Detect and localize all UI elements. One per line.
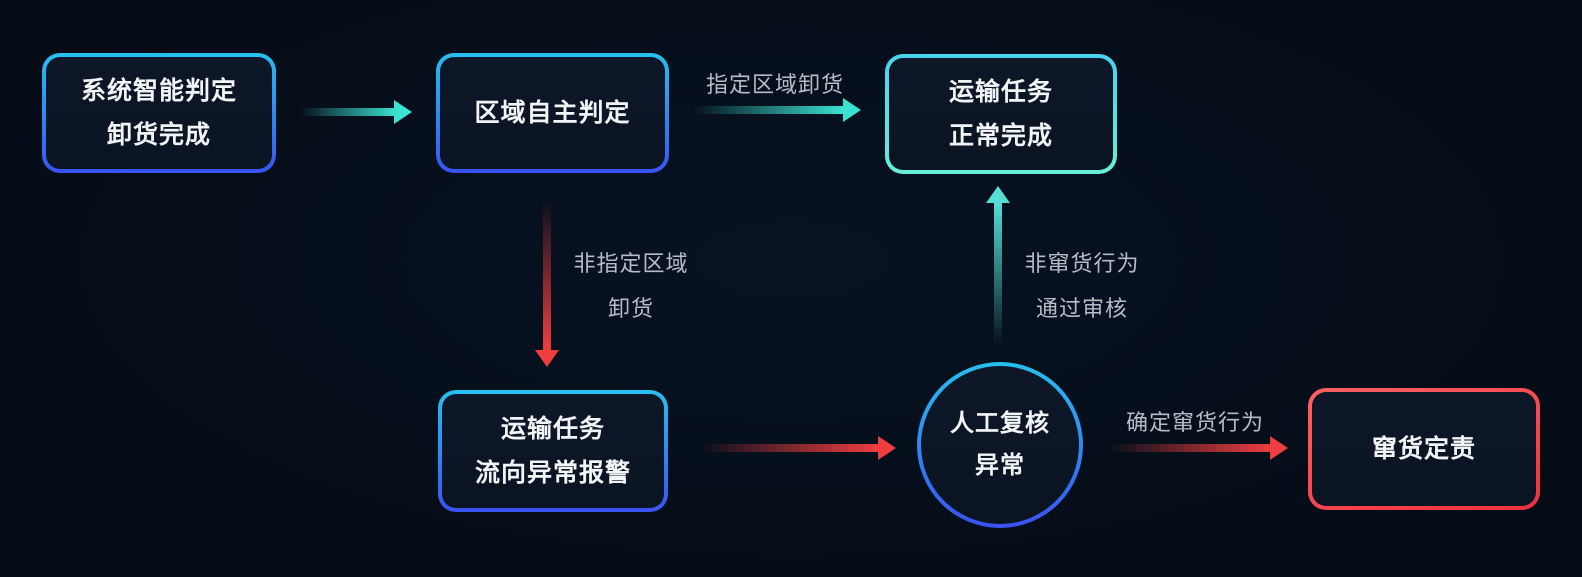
- node-label: 正常完成: [948, 122, 1053, 150]
- edge-label-non-designated-unload: 非指定区域 卸货: [565, 241, 697, 331]
- arrow-shaft: [543, 200, 551, 350]
- arrowhead-down-icon: [535, 350, 559, 367]
- edge-label-confirmed-violation: 确定窜货行为: [1125, 410, 1264, 435]
- edge-label-line: 非窜货行为: [1024, 251, 1140, 276]
- node-label: 卸货完成: [106, 121, 211, 149]
- arrow-shaft: [1108, 444, 1270, 452]
- node-label: 运输任务: [500, 415, 605, 443]
- node-label: 系统智能判定: [80, 77, 237, 105]
- arrow-shaft: [693, 106, 845, 114]
- node-manual-review-body: 人工复核 异常: [921, 366, 1079, 524]
- arrowhead-right-icon: [843, 98, 861, 122]
- node-manual-review-circle: 人工复核 异常: [917, 362, 1083, 528]
- arrow-area-to-alert: [535, 200, 559, 367]
- arrowhead-up-icon: [986, 186, 1010, 203]
- node-violation-blame-body: 窜货定责: [1312, 392, 1536, 506]
- arrow-alert-to-review: [700, 436, 896, 460]
- node-area-judge: 区域自主判定: [436, 53, 669, 173]
- arrowhead-right-icon: [1270, 436, 1288, 460]
- arrowhead-right-icon: [878, 436, 896, 460]
- arrow-system-to-area: [300, 100, 412, 124]
- node-label: 人工复核: [950, 410, 1050, 437]
- node-task-alert-body: 运输任务 流向异常报警: [442, 394, 664, 508]
- arrowhead-right-icon: [394, 100, 412, 124]
- node-system-judge-body: 系统智能判定 卸货完成: [46, 57, 272, 169]
- arrow-shaft: [700, 444, 878, 452]
- edge-label-non-violation-approved: 非窜货行为 通过审核: [1010, 241, 1154, 331]
- edge-label-line: 通过审核: [1035, 296, 1128, 321]
- node-label: 窜货定责: [1371, 435, 1476, 463]
- edge-label-line: 非指定区域: [573, 251, 689, 276]
- edge-label-designated-unload: 指定区域卸货: [705, 72, 844, 97]
- node-task-complete-body: 运输任务 正常完成: [889, 58, 1113, 170]
- arrow-shaft: [300, 108, 396, 116]
- arrow-shaft: [994, 203, 1002, 345]
- node-label: 流向异常报警: [474, 459, 631, 487]
- arrow-review-to-complete: [986, 186, 1010, 346]
- node-task-complete: 运输任务 正常完成: [885, 54, 1117, 174]
- node-label: 运输任务: [948, 78, 1053, 106]
- node-violation-blame: 窜货定责: [1308, 388, 1540, 510]
- node-system-judge: 系统智能判定 卸货完成: [42, 53, 276, 173]
- arrow-review-to-blame: [1108, 436, 1288, 460]
- node-label: 异常: [975, 452, 1025, 479]
- edge-label-line: 卸货: [607, 296, 654, 321]
- arrow-area-to-complete: [693, 98, 861, 122]
- node-area-judge-body: 区域自主判定: [440, 57, 665, 169]
- node-label: 区域自主判定: [474, 99, 631, 127]
- node-task-alert: 运输任务 流向异常报警: [438, 390, 668, 512]
